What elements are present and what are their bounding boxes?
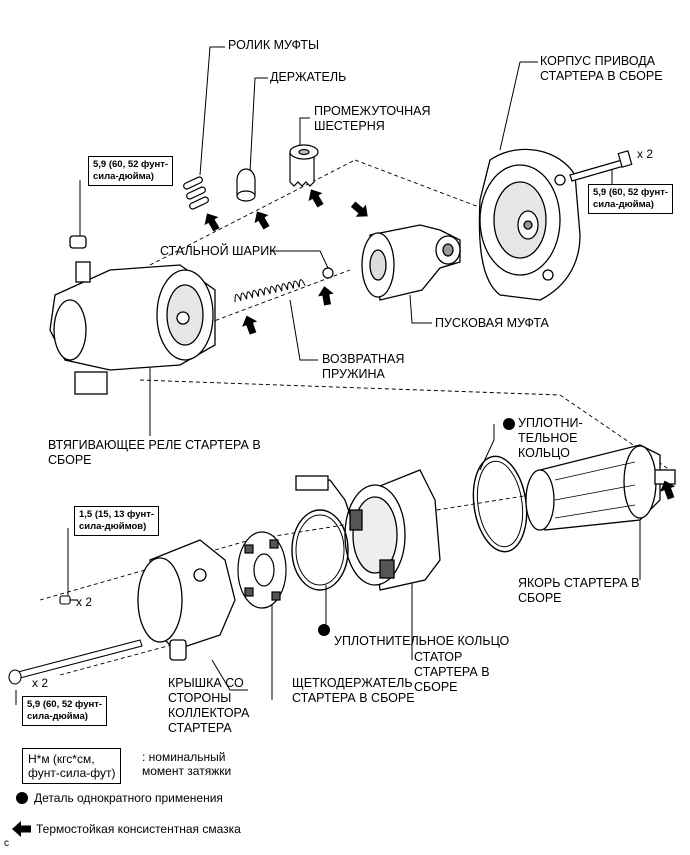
label-armature: ЯКОРЬ СТАРТЕРА В СБОРЕ bbox=[518, 576, 640, 605]
legend-unit-box: Н*м (кгс*см, фунт-сила-фут) bbox=[22, 748, 122, 784]
qty-housing-bolt: x 2 bbox=[637, 147, 654, 161]
label-starter-clutch: ПУСКОВАЯ МУФТА bbox=[435, 316, 549, 330]
label-idle-gear: ПРОМЕЖУТОЧНАЯ ШЕСТЕРНЯ bbox=[314, 104, 431, 133]
steel-ball-part bbox=[322, 267, 334, 279]
label-stator: СТАТОР СТАРТЕРА В СБОРЕ bbox=[414, 650, 490, 694]
qty-through-bolt: x 2 bbox=[32, 676, 49, 690]
label-solenoid: ВТЯГИВАЮЩЕЕ РЕЛЕ СТАРТЕРА В СБОРЕ bbox=[48, 438, 261, 467]
legend-unit-description: : номинальный момент затяжки bbox=[142, 750, 232, 778]
drive-housing-part bbox=[478, 148, 581, 301]
label-clutch-roller: РОЛИК МУФТЫ bbox=[228, 38, 320, 52]
return-spring-part bbox=[234, 279, 306, 303]
stator-part bbox=[295, 469, 441, 591]
housing-bolt-part bbox=[569, 150, 633, 182]
through-bolt-part bbox=[8, 639, 143, 685]
corner-mark: c bbox=[4, 838, 9, 849]
leader-lines bbox=[15, 46, 641, 705]
torque-box-end-frame-screw: 1,5 (15, 13 фунт- сила-дюймов) bbox=[74, 506, 160, 536]
label-return-spring: ВОЗВРАТНАЯ ПРУЖИНА bbox=[322, 352, 405, 381]
label-o-ring-top: УПЛОТНИ- ТЕЛЬНОЕ КОЛЬЦО bbox=[518, 416, 583, 460]
clutch-roller-part bbox=[183, 176, 209, 210]
torque-box-through-bolt: 5,9 (60, 52 фунт- сила-дюйма) bbox=[22, 696, 108, 726]
label-drive-housing: КОРПУС ПРИВОДА СТАРТЕРА В СБОРЕ bbox=[540, 54, 663, 83]
idle-gear-part bbox=[289, 144, 319, 187]
legend-grease-text: Термостойкая консистентная смазка bbox=[36, 822, 241, 836]
legend-single-use-text: Деталь однократного применения bbox=[34, 791, 223, 805]
torque-box-housing-bolt: 5,9 (60, 52 фунт- сила-дюйма) bbox=[588, 184, 674, 214]
torque-box-nut: 5,9 (60, 52 фунт- сила-дюйма) bbox=[88, 156, 174, 186]
label-steel-ball: СТАЛЬНОЙ ШАРИК bbox=[160, 244, 277, 258]
retainer-part bbox=[236, 168, 256, 202]
label-retainer: ДЕРЖАТЕЛЬ bbox=[270, 70, 347, 84]
commutator-end-frame-part bbox=[137, 539, 236, 661]
label-commutator-end-frame: КРЫШКА СО СТОРОНЫ КОЛЛЕКТОРА СТАРТЕРА bbox=[168, 676, 250, 735]
single-use-markers bbox=[16, 418, 515, 804]
starter-clutch-part bbox=[361, 224, 461, 301]
label-o-ring-bottom: УПЛОТНИТЕЛЬНОЕ КОЛЬЦО bbox=[334, 634, 510, 648]
label-brush-holder: ЩЕТКОДЕРЖАТЕЛЬ СТАРТЕРА В СБОРЕ bbox=[292, 676, 415, 705]
brush-holder-part bbox=[237, 531, 287, 609]
o-ring-top-part bbox=[472, 455, 528, 553]
qty-end-frame-screw: x 2 bbox=[76, 595, 93, 609]
end-frame-screw-part bbox=[59, 595, 78, 605]
o-ring-bottom-part bbox=[291, 509, 349, 591]
solenoid-part bbox=[49, 235, 216, 395]
armature-part bbox=[525, 444, 676, 531]
